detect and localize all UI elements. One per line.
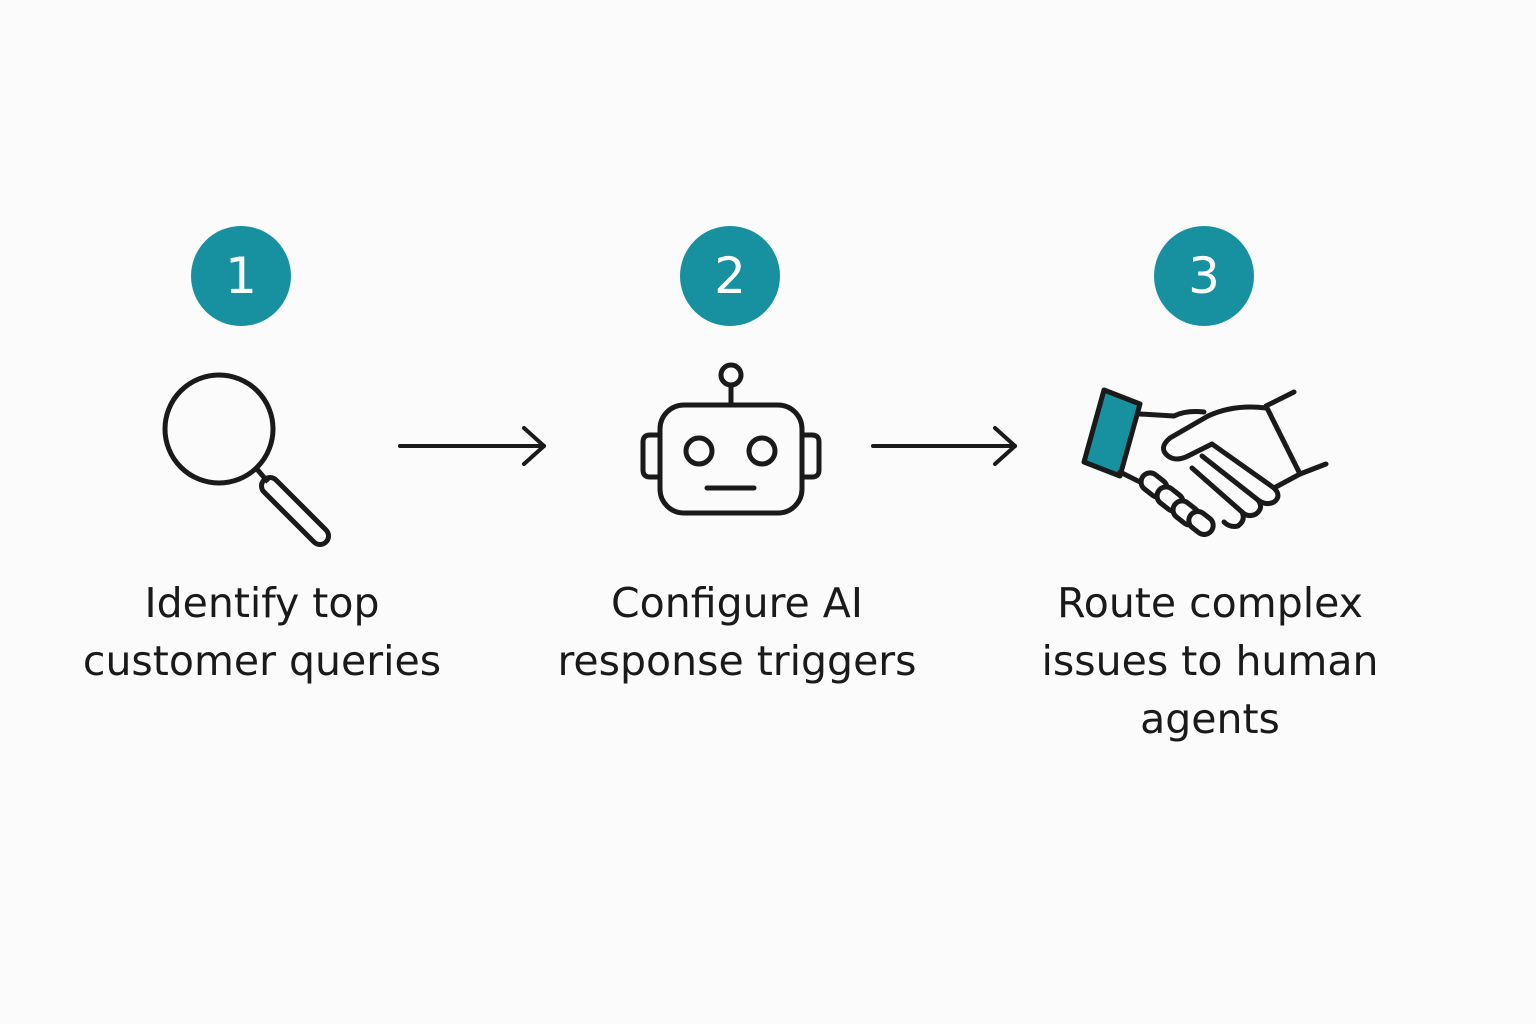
handshake-icon: [1081, 387, 1329, 537]
step-2-label-line-1: Configure AI: [611, 579, 863, 627]
step-3-label: Route complex issues to human agents: [1010, 574, 1410, 748]
step-2-label-line-2: response triggers: [557, 637, 917, 685]
step-3-label-line-2: issues to human: [1041, 637, 1379, 685]
step-1-label-line-1: Identify top: [144, 579, 380, 627]
step-3-number-badge: 3: [1154, 226, 1254, 326]
step-1-label: Identify top customer queries: [62, 574, 462, 690]
step-2-label: Configure AI response triggers: [537, 574, 937, 690]
magnifying-glass-icon: [162, 372, 331, 547]
step-3-label-line-1: Route complex: [1057, 579, 1363, 627]
step-1-label-line-2: customer queries: [82, 637, 442, 685]
robot-icon: [640, 362, 822, 516]
step-1-number-badge: 1: [191, 226, 291, 326]
arrow-right-icon: [871, 426, 1017, 466]
step-2-number-badge: 2: [680, 226, 780, 326]
arrow-right-icon: [398, 426, 546, 466]
step-3-label-line-3: agents: [1140, 695, 1280, 743]
